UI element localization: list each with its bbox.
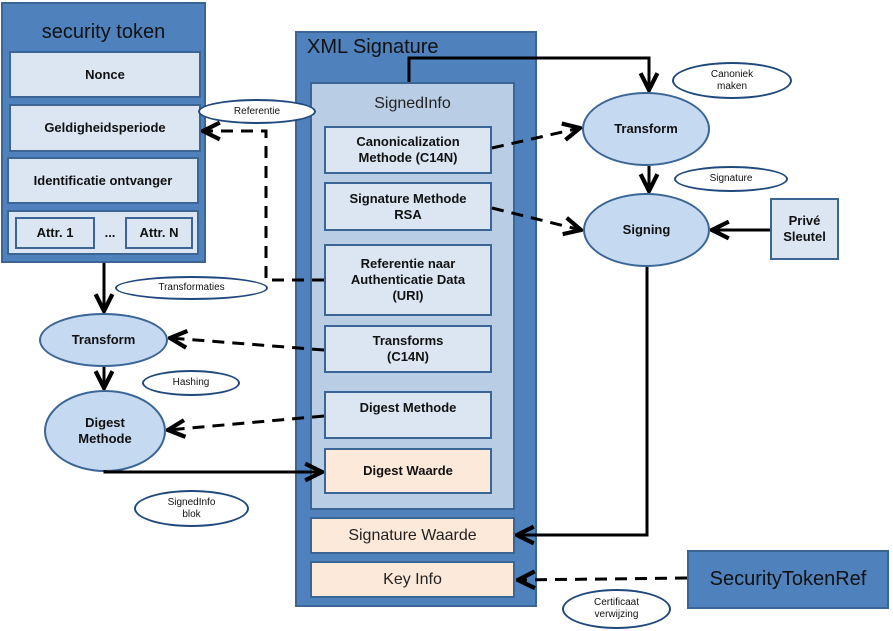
label-signature: Signature: [674, 166, 788, 192]
security-token-ref-box: SecurityTokenRef: [687, 550, 889, 609]
label-certificaat-verwijzing: Certificaat verwijzing: [562, 589, 671, 629]
label-transformaties: Transformaties: [115, 276, 268, 300]
attributes-group: Attr. 1 ... Attr. N: [7, 210, 199, 255]
private-key-box: Privé Sleutel: [770, 198, 839, 260]
label-referentie: Referentie: [198, 99, 316, 124]
signature-method: Signature Methode RSA: [324, 182, 492, 231]
transforms-c14n: Transforms (C14N): [324, 325, 492, 373]
canonicalization-method: Canonicalization Methode (C14N): [324, 126, 492, 174]
signedinfo-title: SignedInfo: [374, 95, 451, 112]
geldigheidsperiode-field: Geldigheidsperiode: [9, 104, 201, 152]
digest-method: Digest Methode: [324, 391, 492, 439]
attribute-1: Attr. 1: [15, 217, 95, 249]
signing-node: Signing: [583, 193, 710, 267]
nonce-field: Nonce: [9, 51, 201, 98]
security-token-title: security token: [41, 20, 166, 43]
reference-uri: Referentie naar Authenticatie Data (URI): [324, 244, 492, 316]
edge-tokenref-to-keyinfo: [518, 578, 688, 580]
left-transform-node: Transform: [39, 313, 168, 367]
label-signedinfo-blok: SignedInfo blok: [134, 490, 249, 527]
attribute-n: Attr. N: [125, 217, 193, 249]
label-canoniek-maken: Canoniek maken: [672, 62, 792, 99]
xml-signature-title: XML Signature: [307, 36, 439, 58]
identificatie-ontvanger-field: Identificatie ontvanger: [7, 157, 199, 204]
key-info: Key Info: [310, 561, 515, 598]
digest-method-node: Digest Methode: [44, 390, 166, 472]
digest-value: Digest Waarde: [324, 448, 492, 494]
edge-digestnode-to-digestvalue: [103, 470, 322, 472]
signature-value: Signature Waarde: [310, 517, 515, 554]
attribute-ellipsis: ...: [104, 225, 116, 240]
right-transform-node: Transform: [582, 92, 710, 166]
label-hashing: Hashing: [142, 370, 240, 396]
